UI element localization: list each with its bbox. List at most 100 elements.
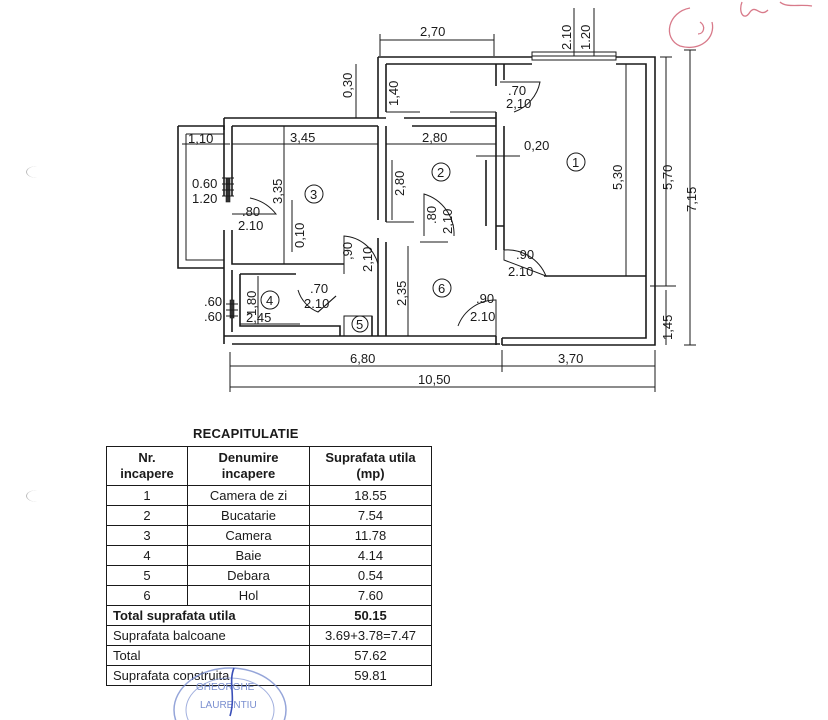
dim-door1-height: 2.10 xyxy=(508,264,533,279)
header-name: Denumire incapere xyxy=(187,446,310,486)
dim-room2-height: 2,80 xyxy=(392,171,407,196)
dim-wall-010: 0,10 xyxy=(292,223,307,248)
dim-door1-width: .90 xyxy=(516,247,534,262)
dim-room3-height: 3,35 xyxy=(270,179,285,204)
dim-window-width: 1.20 xyxy=(578,25,593,50)
room-4-label: 4 xyxy=(266,293,273,308)
row-area: 11.78 xyxy=(309,525,432,546)
dim-bottom-1050: 10,50 xyxy=(418,372,451,387)
row-name: Hol xyxy=(187,585,310,606)
dim-door6-width: .90 xyxy=(476,291,494,306)
room-1-label: 1 xyxy=(572,155,579,170)
dim-room1-height: 5,30 xyxy=(610,165,625,190)
table-row: 1 Camera de zi 18.55 xyxy=(106,485,432,506)
handwritten-mark xyxy=(668,1,813,48)
dim-room2-width: 2,80 xyxy=(422,130,447,145)
dim-door2-height: 2,10 xyxy=(440,209,455,234)
dim-room3-width: 3,45 xyxy=(290,130,315,145)
balcoane-label: Suprafata balcoane xyxy=(106,625,310,646)
stamp-line2: LAURENTIU xyxy=(200,700,257,711)
dim-door4-height: 2.10 xyxy=(304,296,329,311)
dim-door-hall-height: 2,10 xyxy=(360,247,375,272)
construita-row: Suprafata construita 59.81 xyxy=(106,665,432,686)
table-row: 5 Debara 0.54 xyxy=(106,565,432,586)
room-6-label: 6 xyxy=(438,281,445,296)
dim-door-top-width: .70 xyxy=(508,83,526,98)
header-area-line1: Suprafata utila xyxy=(325,450,416,465)
dim-window-width-left: 0.60 xyxy=(192,176,217,191)
dim-top-width: 2,70 xyxy=(420,24,445,39)
construita-label: Suprafata construita xyxy=(106,665,310,686)
dim-bottom-680: 6,80 xyxy=(350,351,375,366)
room-3-label: 3 xyxy=(310,187,317,202)
row-area: 0.54 xyxy=(309,565,432,586)
row-nr: 3 xyxy=(106,525,188,546)
recap-header-row: Nr. incapere Denumire incapere Suprafata… xyxy=(106,446,432,486)
row-area: 7.60 xyxy=(309,585,432,606)
dim-hol-height: 2,35 xyxy=(394,281,409,306)
dim-door3-width: .80 xyxy=(242,204,260,219)
scan-mark xyxy=(26,490,49,502)
total-utila-value: 50.15 xyxy=(309,605,432,626)
dim-door-top-height: 2,10 xyxy=(506,96,531,111)
row-nr: 4 xyxy=(106,545,188,566)
row-name: Camera de zi xyxy=(187,485,310,506)
room-2-label: 2 xyxy=(437,165,444,180)
header-nr: Nr. incapere xyxy=(106,446,188,486)
row-area: 7.54 xyxy=(309,505,432,526)
dim-right-570: 5,70 xyxy=(660,165,675,190)
row-nr: 1 xyxy=(106,485,188,506)
dim-door4-width: .70 xyxy=(310,281,328,296)
recap-title: RECAPITULATIE xyxy=(193,426,299,441)
row-area: 4.14 xyxy=(309,545,432,566)
row-name: Bucatarie xyxy=(187,505,310,526)
total-row: Total 57.62 xyxy=(106,645,432,666)
row-nr: 2 xyxy=(106,505,188,526)
dim-right-145: 1,45 xyxy=(660,315,675,340)
header-area: Suprafata utila (mp) xyxy=(309,446,432,486)
dim-wall-030: 0,30 xyxy=(340,73,355,98)
row-nr: 6 xyxy=(106,585,188,606)
official-stamp: GHEORGHE LAURENTIU xyxy=(173,667,287,720)
scan-mark xyxy=(26,166,49,178)
dim-door3-height: 2.10 xyxy=(238,218,263,233)
total-utila-row: Total suprafata utila 50.15 xyxy=(106,605,432,626)
dim-window4-width: .60 xyxy=(204,294,222,309)
header-area-line2: (mp) xyxy=(356,466,385,481)
table-row: 6 Hol 7.60 xyxy=(106,585,432,606)
dim-gap-020: 0,20 xyxy=(524,138,549,153)
dim-room4-width: 2,45 xyxy=(246,310,271,325)
header-nr-line1: Nr. xyxy=(138,450,156,465)
dim-right-715: 7,15 xyxy=(684,187,699,212)
row-name: Baie xyxy=(187,545,310,566)
dim-door2-width: .80 xyxy=(424,206,439,224)
header-name-line1: Denumire xyxy=(218,450,279,465)
dim-room4-height: 1,80 xyxy=(244,291,259,316)
dim-left-110: 1,10 xyxy=(188,131,213,146)
total-utila-label: Total suprafata utila xyxy=(106,605,310,626)
floor-plan: 2,70 2.10 1.20 0,30 1,40 .70 2,10 1,10 3… xyxy=(177,1,813,392)
balcoane-row: Suprafata balcoane 3.69+3.78=7.47 xyxy=(106,625,432,646)
row-nr: 5 xyxy=(106,565,188,586)
header-name-line2: incapere xyxy=(221,466,276,481)
recap-table: Nr. incapere Denumire incapere Suprafata… xyxy=(106,446,432,686)
dim-door-hall-width: ,90 xyxy=(340,242,355,260)
dim-door6-height: 2.10 xyxy=(470,309,495,324)
construita-value: 59.81 xyxy=(309,665,432,686)
dim-window-height-left: 1.20 xyxy=(192,191,217,206)
stamp-line1: GHEORGHE xyxy=(196,682,255,693)
header-nr-line2: incapere xyxy=(120,466,174,481)
table-row: 3 Camera 11.78 xyxy=(106,525,432,546)
row-name: Camera xyxy=(187,525,310,546)
balcoane-value: 3.69+3.78=7.47 xyxy=(309,625,432,646)
total-value: 57.62 xyxy=(309,645,432,666)
dim-wall-140: 1,40 xyxy=(386,81,401,106)
row-name: Debara xyxy=(187,565,310,586)
dim-window4-height: .60 xyxy=(204,309,222,324)
dim-bottom-370: 3,70 xyxy=(558,351,583,366)
table-row: 2 Bucatarie 7.54 xyxy=(106,505,432,526)
table-row: 4 Baie 4.14 xyxy=(106,545,432,566)
room-5-label: 5 xyxy=(356,317,363,332)
row-area: 18.55 xyxy=(309,485,432,506)
dim-window-height: 2.10 xyxy=(559,25,574,50)
